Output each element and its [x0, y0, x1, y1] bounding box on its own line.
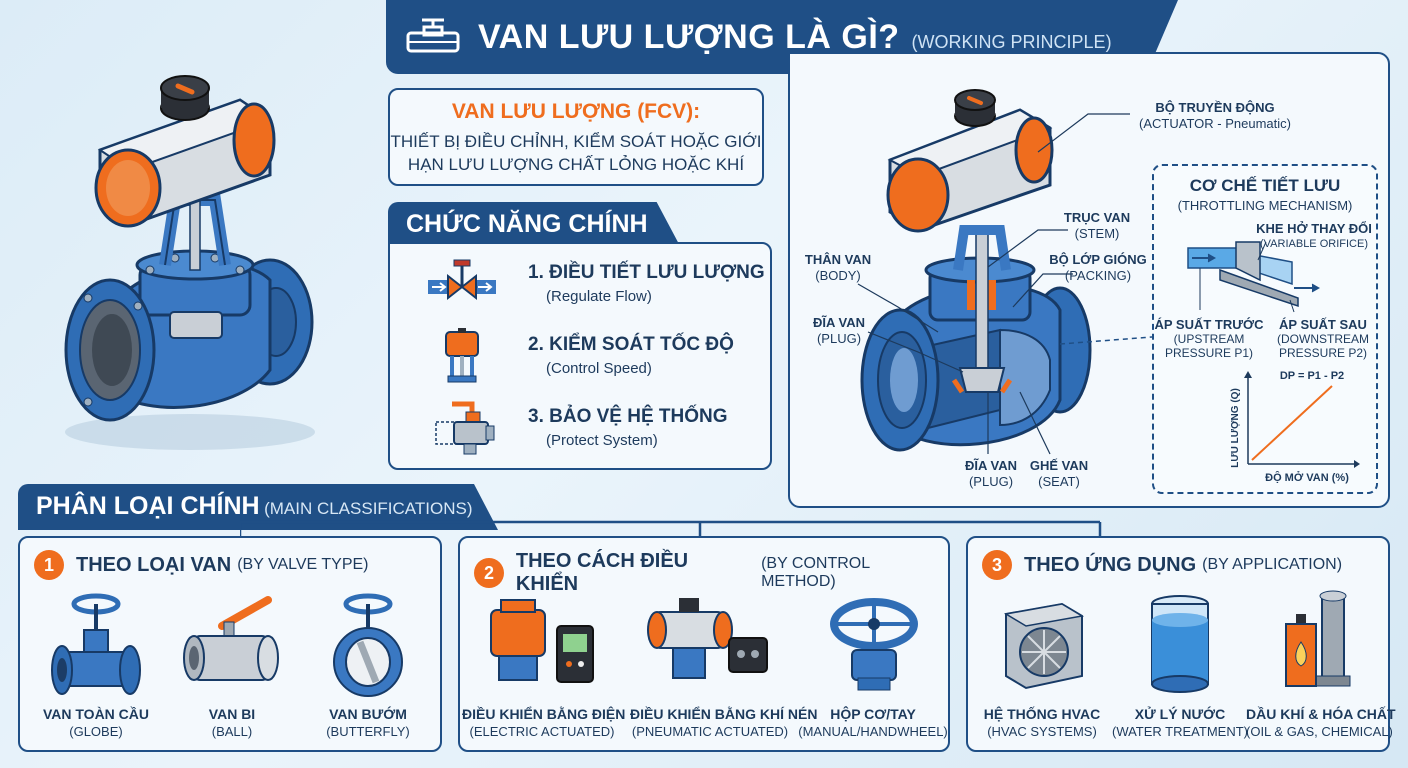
classification-group-valve-type: 1 THEO LOẠI VAN (BY VALVE TYPE) VAN TOÀN…	[18, 536, 442, 752]
pneumatic-actuator-icon	[647, 598, 768, 679]
electric-actuator-icon	[490, 599, 594, 683]
butterfly-valve-icon	[333, 593, 403, 697]
group-subtitle: (BY CONTROL METHOD)	[761, 555, 870, 590]
orifice-illustration	[1187, 241, 1321, 313]
definition-heading: VAN LƯU LƯỢNG (FCV):	[451, 100, 701, 123]
page-title: VAN LƯU LƯỢNG LÀ GÌ?	[478, 17, 900, 56]
group-title: THEO CÁCH ĐIỀU KHIỂN	[515, 550, 689, 595]
classification-group-application: 3 THEO ỨNG DỤNG (BY APPLICATION) HỆ THỐN…	[966, 536, 1396, 752]
function-title: 1. ĐIỀU TIẾT LƯU LƯỢNG	[528, 262, 765, 283]
function-item: 3. BẢO VỆ HỆ THỐNG (Protect System)	[390, 392, 770, 462]
label-seat: GHẾ VAN(SEAT)	[1029, 458, 1089, 489]
classifications-subtitle: (MAIN CLASSIFICATIONS)	[264, 499, 473, 518]
graph-formula: DP = P1 - P2	[1279, 370, 1345, 382]
function-item: 1. ĐIỀU TIẾT LƯU LƯỢNG (Regulate Flow)	[390, 248, 770, 318]
group-subtitle: (BY APPLICATION)	[1202, 556, 1343, 573]
group-title: THEO LOẠI VAN	[76, 553, 232, 576]
label-variable-orifice: KHE HỞ THAY ĐỔI(VARIABLE ORIFICE)	[1256, 221, 1372, 251]
function-subtitle: (Protect System)	[546, 432, 658, 449]
functions-heading: CHỨC NĂNG CHÍNH	[388, 202, 680, 246]
leader-lines	[857, 113, 1153, 455]
ball-valve-icon	[183, 596, 279, 681]
item-pneumatic-actuated: ĐIỀU KHIỂN BẰNG KHÍ NÉN (PNEUMATIC ACTUA…	[630, 590, 817, 750]
classification-group-control-method: 2 THEO CÁCH ĐIỀU KHIỂN (BY CONTROL METHO…	[458, 536, 950, 752]
graph-x-label: ĐỘ MỞ VAN (%)	[1265, 472, 1349, 484]
definition-line-2: HẠN LƯU LƯỢNG CHẤT LỎNG HOẶC KHÍ	[407, 155, 745, 174]
valve-icon	[406, 18, 460, 53]
connector-lines	[240, 520, 1102, 536]
label-plug: ĐĨA VAN(PLUG)	[813, 315, 865, 346]
oil-chemical-icon	[1285, 590, 1351, 687]
item-hvac: HỆ THỐNG HVAC (HVAC SYSTEMS)	[972, 590, 1112, 750]
definition-box: VAN LƯU LƯỢNG (FCV): THIẾT BỊ ĐIỀU CHỈNH…	[388, 88, 764, 186]
function-subtitle: (Regulate Flow)	[546, 288, 652, 305]
function-title: 2. KIỂM SOÁT TỐC ĐỘ	[528, 334, 734, 355]
definition-line-1: THIẾT BỊ ĐIỀU CHỈNH, KIỂM SOÁT HOẶC GIỚI	[390, 132, 762, 151]
label-body: THÂN VAN(BODY)	[804, 252, 872, 283]
label-plug-bottom: ĐĨA VAN(PLUG)	[965, 458, 1017, 489]
group-number: 3	[982, 550, 1012, 580]
graph-y-label: LƯU LƯỢNG (Q)	[1230, 388, 1241, 468]
valve-cross-section	[860, 89, 1092, 452]
item-globe-valve: VAN TOÀN CẦU (GLOBE)	[26, 590, 166, 750]
function-item: 2. KIỂM SOÁT TỐC ĐỘ (Control Speed)	[390, 320, 770, 390]
flow-valve-icon	[428, 259, 496, 301]
item-oil-gas-chemical: DẦU KHÍ & HÓA CHẤT (OIL & GAS, CHEMICAL)	[1246, 590, 1396, 750]
item-water-treatment: XỬ LÝ NƯỚC (WATER TREATMENT)	[1110, 590, 1250, 750]
handwheel-icon	[830, 598, 918, 691]
globe-valve-icon	[51, 593, 141, 695]
throttling-subtitle: (THROTTLING MECHANISM)	[1177, 198, 1353, 213]
throttling-title: CƠ CHẾ TIẾT LƯU	[1189, 176, 1341, 195]
item-manual-handwheel: HỘP CƠ/TAY (MANUAL/HANDWHEEL)	[798, 590, 948, 750]
page-subtitle: (WORKING PRINCIPLE)	[911, 31, 1112, 52]
label-packing: BỘ LỚP GIÓNG(PACKING)	[1049, 252, 1147, 283]
classifications-title: PHÂN LOẠI CHÍNH	[36, 492, 260, 520]
function-subtitle: (Control Speed)	[546, 360, 652, 377]
functions-box: 1. ĐIỀU TIẾT LƯU LƯỢNG (Regulate Flow) 2…	[388, 242, 772, 470]
flow-graph	[1244, 371, 1360, 468]
item-electric-actuated: ĐIỀU KHIỂN BẰNG ĐIỆN (ELECTRIC ACTUATED)	[462, 590, 625, 750]
water-tank-icon	[1151, 595, 1209, 693]
actuator-icon	[445, 328, 479, 383]
hvac-unit-icon	[1003, 602, 1085, 690]
control-valve-illustration	[64, 75, 315, 450]
label-stem: TRỤC VAN(STEM)	[1063, 210, 1131, 241]
label-actuator: BỘ TRUYỀN ĐỘNG(ACTUATOR - Pneumatic)	[1139, 100, 1291, 131]
item-butterfly-valve: VAN BƯỚM (BUTTERFLY)	[298, 590, 438, 750]
relief-valve-icon	[435, 401, 495, 455]
group-subtitle: (BY VALVE TYPE)	[237, 556, 369, 573]
group-title: THEO ỨNG DỤNG	[1024, 553, 1197, 576]
item-ball-valve: VAN BI (BALL)	[162, 590, 302, 750]
function-title: 3. BẢO VỆ HỆ THỐNG	[528, 406, 728, 427]
throttling-mechanism-box	[1152, 164, 1378, 494]
group-number: 1	[34, 550, 64, 580]
group-number: 2	[474, 558, 504, 588]
